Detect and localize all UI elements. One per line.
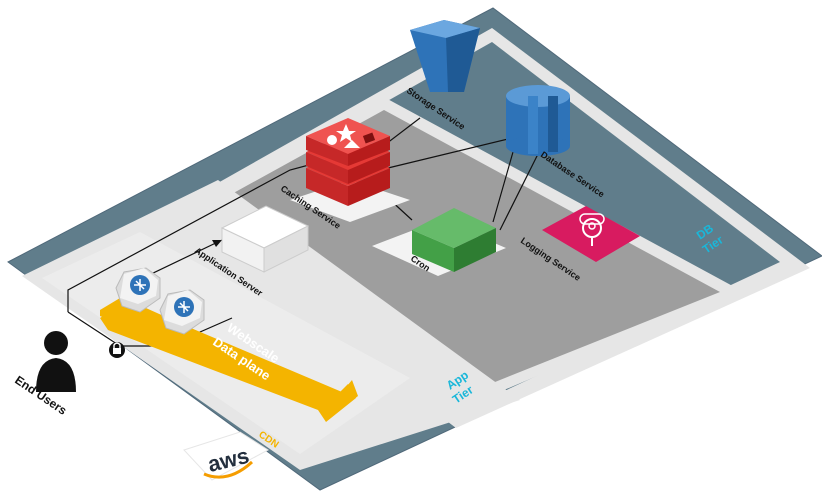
database-service-icon	[506, 85, 570, 156]
data-plane-arrow-body	[100, 300, 356, 422]
lock-icon	[109, 342, 125, 358]
caching-service-icon	[290, 118, 410, 222]
logging-service-icon	[542, 206, 640, 262]
load-balancer-icon	[159, 289, 205, 335]
application-server-icon	[220, 205, 310, 273]
arrow-head-app	[212, 240, 222, 247]
storage-service-icon	[410, 20, 480, 92]
cron-icon	[372, 208, 506, 276]
user-icon	[36, 331, 76, 392]
load-balancer-icon	[115, 267, 161, 313]
